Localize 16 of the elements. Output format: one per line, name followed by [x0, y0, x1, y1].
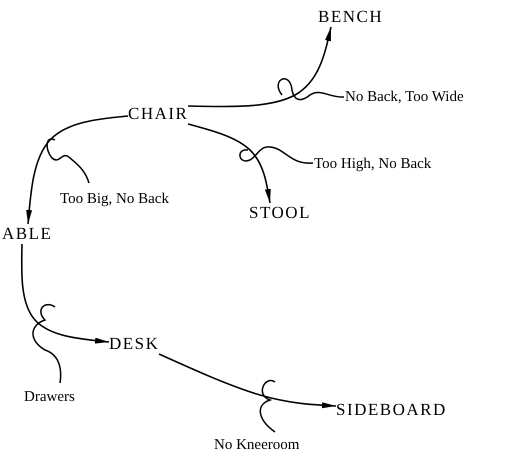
node-label: SIDEBOARD — [336, 400, 447, 420]
edge-label: Too High, No Back — [314, 155, 432, 173]
edge-label: Drawers — [24, 388, 75, 406]
node-label: STOOL — [249, 203, 311, 223]
arrow — [188, 26, 332, 108]
arrow — [188, 123, 271, 204]
node-label: ABLE — [2, 224, 52, 244]
edge-label: No Back, Too Wide — [345, 88, 464, 106]
node-label: CHAIR — [128, 104, 188, 124]
arrow — [20, 244, 110, 344]
node-label: BENCH — [318, 7, 384, 27]
edge-label: No Kneeroom — [214, 436, 300, 454]
arrow — [158, 353, 336, 408]
edge-label: Too Big, No Back — [60, 190, 169, 208]
arrow — [26, 115, 128, 224]
node-label: DESK — [109, 334, 160, 354]
